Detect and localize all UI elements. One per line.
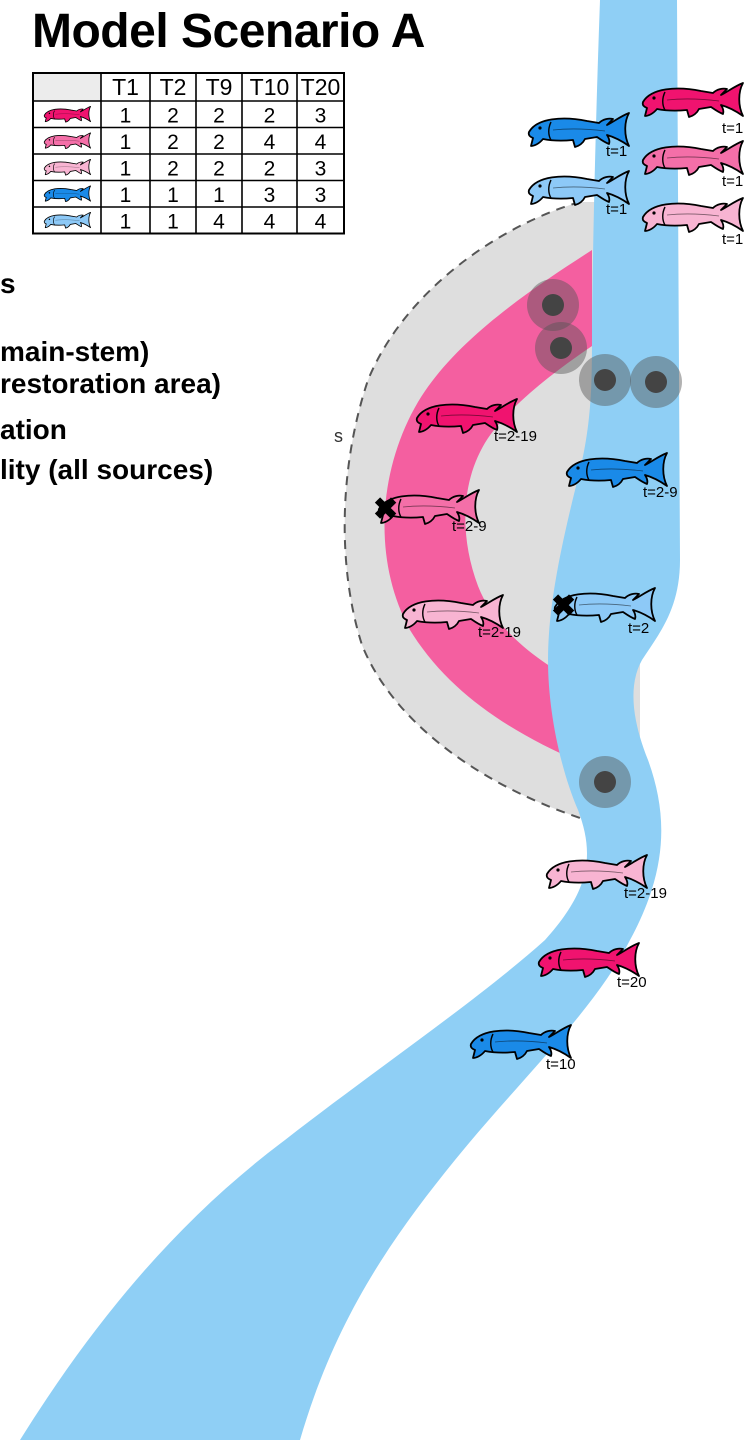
table-cell: 4 bbox=[264, 211, 276, 234]
barrier-1 bbox=[527, 279, 579, 331]
fish-label: t=1 bbox=[606, 201, 627, 218]
table-cell: 1 bbox=[120, 211, 132, 234]
table-cell: 2 bbox=[213, 105, 225, 128]
table-corner-cell bbox=[33, 73, 101, 101]
fish-label: t=2 bbox=[628, 620, 649, 637]
table-cell: 4 bbox=[315, 211, 327, 234]
table-cell: 2 bbox=[213, 131, 225, 154]
table-cell: 1 bbox=[120, 131, 132, 154]
mortality-x-icon: ✖ bbox=[551, 590, 576, 623]
table-cell: 2 bbox=[167, 131, 179, 154]
fish-label: t=2-9 bbox=[643, 484, 678, 501]
fish-label: t=2-9 bbox=[452, 518, 487, 535]
table-cell: 3 bbox=[315, 158, 327, 181]
fish-label: t=1 bbox=[722, 120, 743, 137]
dark-blue-fish-icon bbox=[44, 186, 90, 202]
table-cell: 2 bbox=[167, 158, 179, 181]
mortality-x-icon: ✖ bbox=[373, 493, 398, 526]
timestep-table: T1 T2 T9 T10 T20 1 2 2 2 3 1 2 2 4 4 1 2 2 2 3 1 1 1 3 3 1 1 4 4 4 bbox=[33, 73, 344, 234]
light-blue-fish-icon bbox=[44, 212, 90, 228]
table-cell: 3 bbox=[315, 184, 327, 207]
table-cell: 2 bbox=[264, 105, 276, 128]
fish-label: t=2-19 bbox=[624, 885, 667, 902]
table-cell: 2 bbox=[264, 158, 276, 181]
table-header-cell: T10 bbox=[250, 74, 290, 100]
table-cell: 1 bbox=[120, 105, 132, 128]
table-cell: 2 bbox=[167, 105, 179, 128]
table-header-cell: T1 bbox=[112, 74, 139, 100]
light-pink-fish-icon bbox=[44, 159, 90, 175]
table-cell: 4 bbox=[315, 131, 327, 154]
barrier-2 bbox=[535, 322, 587, 374]
fish-label: t=2-19 bbox=[478, 624, 521, 641]
table-cell: 2 bbox=[213, 158, 225, 181]
fish-label: t=10 bbox=[546, 1056, 576, 1073]
table-cell: 1 bbox=[120, 184, 132, 207]
table-cell: 3 bbox=[315, 105, 327, 128]
barrier-5 bbox=[579, 756, 631, 808]
table-cell: 1 bbox=[167, 184, 179, 207]
fish-label: t=1 bbox=[722, 173, 743, 190]
mid-pink-fish-icon bbox=[44, 133, 90, 149]
table-header-cell: T2 bbox=[160, 74, 187, 100]
fish-label: t=1 bbox=[606, 143, 627, 160]
table-cell: 3 bbox=[264, 184, 276, 207]
table-cell: 1 bbox=[167, 211, 179, 234]
table-cell: 1 bbox=[213, 184, 225, 207]
table-cell: 4 bbox=[213, 211, 225, 234]
dark-pink-fish-icon bbox=[44, 106, 90, 122]
barrier-3 bbox=[579, 354, 631, 406]
fish-label: t=20 bbox=[617, 974, 647, 991]
table-header-cell: T20 bbox=[301, 74, 341, 100]
barrier-4 bbox=[630, 356, 682, 408]
fish-label: t=2-19 bbox=[494, 428, 537, 445]
table-cell: 4 bbox=[264, 131, 276, 154]
stray-mark: s bbox=[334, 426, 343, 446]
table-cell: 1 bbox=[120, 158, 132, 181]
fish-label: t=1 bbox=[722, 231, 743, 248]
table-header-cell: T9 bbox=[206, 74, 233, 100]
